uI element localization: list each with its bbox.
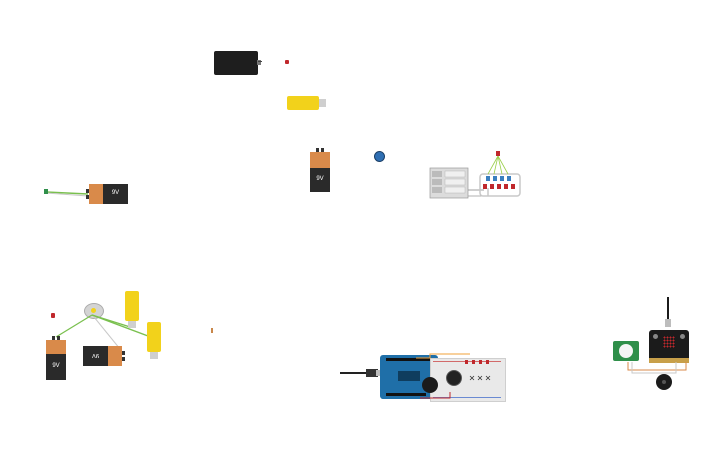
motor-wires[interactable] [52,305,162,365]
battery-label: 9V [316,176,324,182]
piezo-buzzer[interactable] [422,377,438,393]
microbit[interactable] [649,330,689,363]
battery-9v[interactable]: 9V [86,184,128,204]
usb-cable[interactable] [338,366,384,380]
dc-motor[interactable] [125,291,139,328]
pir-sensor[interactable] [613,341,639,361]
battery-label: 9V [91,352,100,358]
battery-label: 9V [111,190,120,196]
potentiometer-black[interactable] [446,370,462,386]
relay-led-circuit[interactable] [428,148,526,202]
resistor[interactable] [211,328,213,333]
led[interactable] [285,60,289,64]
breadboard[interactable] [430,358,506,402]
dc-motor-gray[interactable] [84,303,104,319]
battery-9v[interactable]: 9V [310,148,330,192]
potentiometer[interactable] [374,151,385,162]
breadboard-wires[interactable] [410,352,506,402]
battery-wire-green[interactable] [42,186,92,200]
battery-pack[interactable] [214,51,261,75]
battery-9v[interactable]: 9V [83,346,125,366]
led[interactable] [51,313,55,318]
piezo-buzzer[interactable] [656,374,672,390]
microbit-cable[interactable] [662,297,674,333]
battery-label: 9V [52,363,60,369]
microbit-wires[interactable] [626,358,696,378]
dc-motor[interactable] [147,322,161,359]
wire-lead[interactable] [258,61,262,62]
dc-motor[interactable] [287,96,326,110]
battery-9v[interactable]: 9V [46,336,66,380]
